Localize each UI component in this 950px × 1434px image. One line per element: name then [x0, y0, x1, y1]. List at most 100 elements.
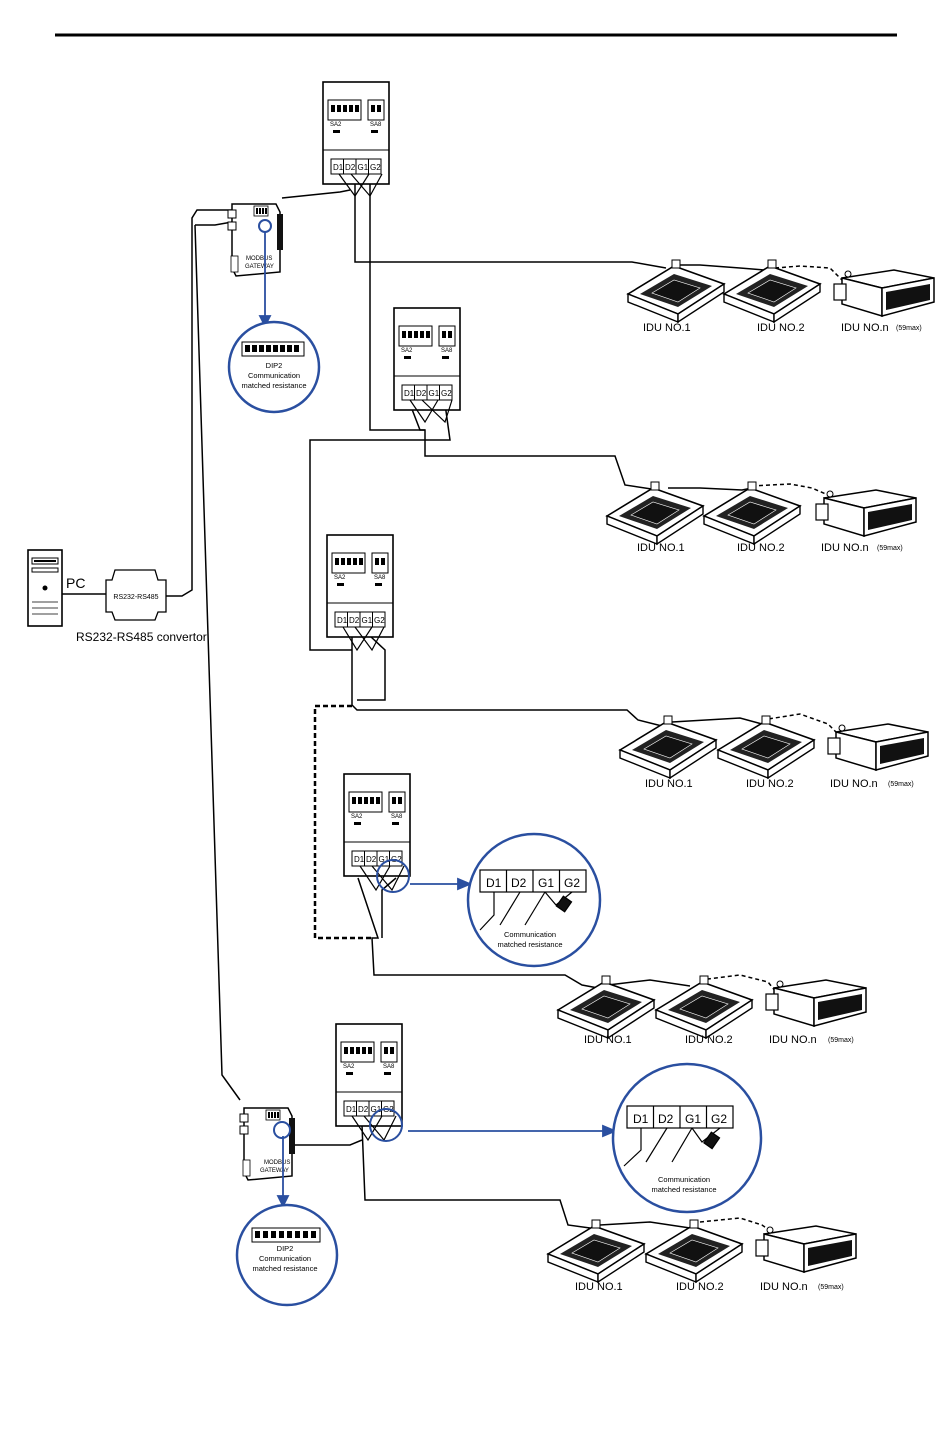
dip-callout-1: DIP2 Communication matched resistance [227, 320, 321, 414]
idu-no2-label: IDU NO.2 [757, 322, 805, 334]
terminal-d2: D2 [511, 876, 527, 890]
idu-no1-label: IDU NO.1 [643, 322, 691, 334]
terminal-d1: D1 [354, 855, 365, 864]
terminal-callout-1: D1 D2 G1 G2 Communication matched resist… [466, 832, 602, 968]
dip-desc-line2: matched resistance [241, 381, 306, 390]
idu-cassette-2 [717, 715, 815, 779]
terminal-g2: G2 [374, 616, 385, 625]
terminal-d2: D2 [366, 855, 377, 864]
idu-max-label: (59max) [896, 325, 922, 332]
idu-no1-label: IDU NO.1 [575, 1281, 623, 1293]
idu-group-4: IDU NO.1 IDU NO.2 IDU NO.n (59max) [557, 975, 867, 1046]
idu-no2-label: IDU NO.2 [676, 1281, 724, 1293]
terminal-d1: D1 [346, 1105, 357, 1114]
sa8-label: SA8 [383, 1064, 395, 1070]
sa8-label: SA8 [370, 122, 382, 128]
pc-tower [27, 549, 63, 627]
terminal-d1: D1 [486, 876, 502, 890]
terminal-g2: G2 [441, 389, 452, 398]
idu-no1-label: IDU NO.1 [645, 778, 693, 790]
terminal-g1: G1 [358, 163, 369, 172]
idu-no2-label: IDU NO.2 [746, 778, 794, 790]
idu-non-label: IDU NO.n [769, 1034, 817, 1046]
gateway-label-line1: MODBUS [264, 1160, 290, 1166]
idu-cassette-1 [627, 259, 725, 323]
idu-group-1: IDU NO.1 IDU NO.2 IDU NO.n (59max) [627, 259, 935, 334]
idu-max-label: (59max) [888, 781, 914, 788]
rs232-rs485-converter: RS232-RS485 [105, 569, 167, 621]
terminal-g1: G1 [538, 876, 554, 890]
terminal-desc-line1: Communication [504, 930, 556, 939]
idu-no1-label: IDU NO.1 [584, 1034, 632, 1046]
terminal-desc-line1: Communication [658, 1175, 710, 1184]
gateway-label-line2: GATEWAY [245, 264, 274, 270]
terminal-d2: D2 [349, 616, 360, 625]
idu-cassette-2 [723, 259, 821, 323]
outdoor-unit-panel-2: SA2 SA8 D1 D2 G1 G2 [393, 307, 461, 411]
sa2-label: SA2 [343, 1064, 355, 1070]
outdoor-unit-panel-3: SA2 SA8 D1 D2 G1 G2 [326, 534, 394, 638]
idu-cassette-2 [655, 975, 753, 1039]
idu-cassette-1 [547, 1219, 645, 1283]
terminal-g2: G2 [564, 876, 580, 890]
idu-group-3: IDU NO.1 IDU NO.2 IDU NO.n (59max) [619, 715, 929, 790]
terminal-d1: D1 [337, 616, 348, 625]
idu-cassette-2 [703, 481, 801, 545]
sa2-label: SA2 [330, 122, 342, 128]
terminal-d2: D2 [358, 1105, 369, 1114]
dip-desc-line1: Communication [248, 371, 300, 380]
idu-non-label: IDU NO.n [841, 322, 889, 334]
terminal-highlight-circle [369, 1108, 403, 1142]
idu-cassette-2 [645, 1219, 743, 1283]
idu-group-2: IDU NO.1 IDU NO.2 IDU NO.n (59max) [606, 481, 917, 554]
outdoor-unit-panel-1: SA2 SA8 D1 D2 G1 G2 [322, 81, 390, 185]
terminal-callout-2: D1 D2 G1 G2 Communication matched resist… [611, 1062, 763, 1214]
pc-label: PC [66, 575, 85, 591]
sa8-label: SA8 [441, 348, 453, 354]
terminal-g1: G1 [429, 389, 440, 398]
idu-no2-label: IDU NO.2 [737, 542, 785, 554]
idu-non-label: IDU NO.n [821, 542, 869, 554]
bus-wiring [62, 184, 843, 1236]
terminal-d2: D2 [345, 163, 356, 172]
terminal-d2: D2 [658, 1112, 674, 1126]
dip-title: DIP2 [277, 1244, 294, 1253]
dip-callout-2: DIP2 Communication matched resistance [235, 1203, 339, 1307]
converter-box-label: RS232-RS485 [113, 594, 158, 601]
terminal-d2: D2 [416, 389, 427, 398]
terminal-g1: G1 [362, 616, 373, 625]
sa8-label: SA8 [391, 814, 403, 820]
idu-no1-label: IDU NO.1 [637, 542, 685, 554]
sa2-label: SA2 [401, 348, 413, 354]
gateway-label-line1: MODBUS [246, 256, 272, 262]
idu-max-label: (59max) [828, 1037, 854, 1044]
sa8-label: SA8 [374, 575, 386, 581]
idu-duct-n [833, 269, 935, 317]
dip-highlight-circle [273, 1121, 291, 1139]
terminal-g1: G1 [379, 855, 390, 864]
modbus-gateway-2: MODBUS GATEWAY [239, 1107, 296, 1181]
terminal-d1: D1 [333, 163, 344, 172]
dip-desc-line2: matched resistance [252, 1264, 317, 1273]
idu-duct-n [755, 1225, 857, 1273]
idu-max-label: (59max) [877, 545, 903, 552]
idu-non-label: IDU NO.n [760, 1281, 808, 1293]
idu-group-5: IDU NO.1 IDU NO.2 IDU NO.n (59max) [547, 1219, 857, 1293]
terminal-highlight-circle [376, 859, 410, 893]
idu-max-label: (59max) [818, 1284, 844, 1291]
sa2-label: SA2 [351, 814, 363, 820]
idu-cassette-1 [619, 715, 717, 779]
callout-arrows [258, 232, 618, 1209]
idu-no2-label: IDU NO.2 [685, 1034, 733, 1046]
terminal-g1: G1 [371, 1105, 382, 1114]
idu-non-label: IDU NO.n [830, 778, 878, 790]
terminal-d1: D1 [404, 389, 415, 398]
idu-duct-n [815, 489, 917, 537]
idu-duct-n [827, 723, 929, 771]
terminal-desc-line2: matched resistance [651, 1185, 716, 1194]
idu-cassette-1 [606, 481, 704, 545]
dip-desc-line1: Communication [259, 1254, 311, 1263]
terminal-g2: G2 [370, 163, 381, 172]
sa2-label: SA2 [334, 575, 346, 581]
